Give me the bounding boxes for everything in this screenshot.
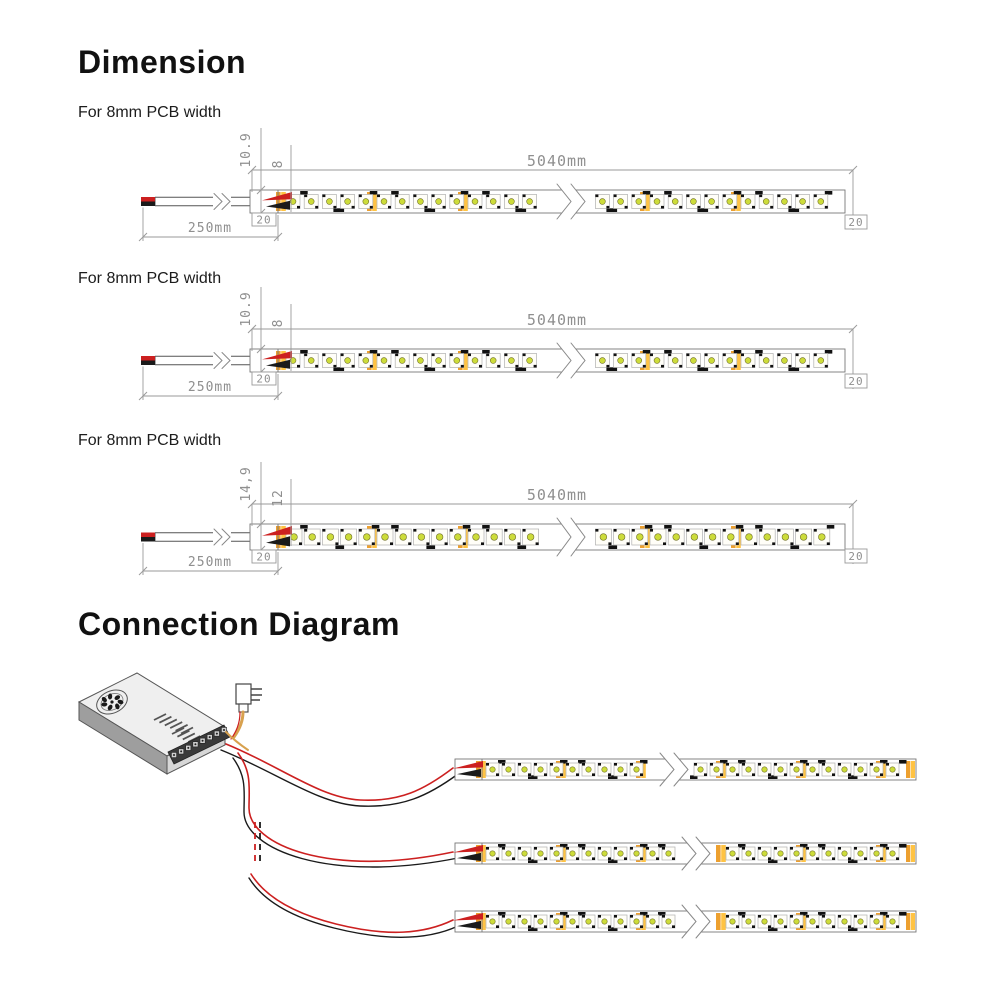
connection-strip-1: [453, 752, 917, 787]
ac-plug: [235, 683, 262, 713]
power-supply: [77, 672, 231, 775]
lead-wire: [141, 352, 252, 369]
pcb-width-label: 8: [271, 319, 286, 328]
component-marks: [300, 525, 835, 549]
led-chips: [285, 353, 829, 368]
led-strip: [249, 183, 846, 220]
end-segment-label: 20: [848, 216, 863, 229]
pcb-width-dimension: 12: [271, 479, 292, 546]
dimension-section-3: 5040mm 14,9 12 250mm 20 20: [138, 462, 868, 576]
terminal-block: [167, 724, 231, 765]
pcb-width-label: 8: [271, 160, 286, 169]
lead-length-dimension: 250mm: [138, 543, 283, 576]
length-label: 5040mm: [527, 152, 587, 170]
led-chips: [485, 762, 900, 777]
dimension-title: Dimension: [78, 44, 247, 80]
lead-length-label: 250mm: [188, 380, 232, 395]
start-segment-dimension: 20: [251, 371, 277, 386]
solder-connector: [453, 761, 483, 778]
end-segment-dimension: 20: [844, 214, 868, 230]
start-segment-label: 20: [256, 373, 271, 386]
lead-wire: [141, 528, 252, 546]
height-dimension: 14,9: [239, 462, 266, 555]
component-marks: [498, 760, 907, 779]
strip-break-icon: [681, 836, 711, 871]
led-chips: [285, 528, 831, 546]
component-marks: [498, 912, 907, 931]
power-cable: [225, 710, 249, 751]
total-height-label: 14,9: [239, 466, 254, 501]
length-dimension: 5040mm: [247, 152, 858, 230]
solder-connector: [262, 192, 292, 210]
strip-break-icon: [659, 752, 689, 787]
continuation-dashes: [254, 822, 261, 866]
led-chips: [485, 914, 900, 929]
strip-break-icon: [681, 904, 711, 939]
length-label: 5040mm: [527, 311, 587, 329]
pcb-width-label: 12: [271, 489, 286, 507]
solder-connector: [453, 913, 483, 930]
end-segment-label: 20: [848, 375, 863, 388]
length-label: 5040mm: [527, 486, 587, 504]
led-strip: [249, 342, 846, 379]
lead-length-label: 250mm: [188, 555, 232, 570]
led-strip: [454, 904, 917, 939]
start-segment-dimension: 20: [251, 549, 277, 564]
lead-wire: [141, 193, 252, 210]
connection-strip-3: [453, 904, 917, 939]
start-segment-label: 20: [256, 214, 271, 227]
solder-connector: [453, 845, 483, 862]
start-segment-label: 20: [256, 551, 271, 564]
dimension-section-1: 5040mm 10.9 8 250mm 20 20: [138, 128, 868, 242]
start-segment-dimension: 20: [251, 212, 277, 227]
total-height-label: 10.9: [239, 132, 254, 167]
connection-title: Connection Diagram: [78, 606, 400, 642]
led-strip: [454, 836, 917, 871]
length-dimension: 5040mm: [247, 486, 858, 564]
end-segment-dimension: 20: [844, 548, 868, 564]
strip-break-icon: [556, 342, 586, 379]
dimension-section-2: 5040mm 10.9 8 250mm 20 20: [138, 287, 868, 401]
led-chips: [485, 846, 900, 861]
fan-icon: [96, 689, 128, 715]
strip-break-icon: [556, 517, 586, 557]
connection-diagram: [77, 672, 917, 939]
component-marks: [498, 844, 907, 863]
led-strip: [249, 517, 846, 557]
connection-strip-2: [453, 836, 917, 871]
component-marks: [300, 191, 833, 212]
total-height-label: 10.9: [239, 291, 254, 326]
section-label-1: For 8mm PCB width: [78, 104, 222, 121]
end-segment-label: 20: [848, 550, 863, 563]
lead-length-dimension: 250mm: [138, 366, 283, 401]
lead-length-dimension: 250mm: [138, 207, 283, 242]
led-strip: [454, 752, 917, 787]
dc-wires: [220, 743, 459, 938]
solder-connector: [262, 351, 292, 369]
solder-connector: [262, 526, 292, 547]
section-label-2: For 8mm PCB width: [78, 270, 222, 287]
pcb-width-dimension: 8: [271, 145, 292, 212]
pcb-width-dimension: 8: [271, 304, 292, 371]
strip-break-icon: [556, 183, 586, 220]
lead-length-label: 250mm: [188, 221, 232, 236]
led-chips: [285, 194, 829, 209]
end-segment-dimension: 20: [844, 373, 868, 389]
component-marks: [300, 350, 833, 371]
section-label-3: For 8mm PCB width: [78, 432, 222, 449]
